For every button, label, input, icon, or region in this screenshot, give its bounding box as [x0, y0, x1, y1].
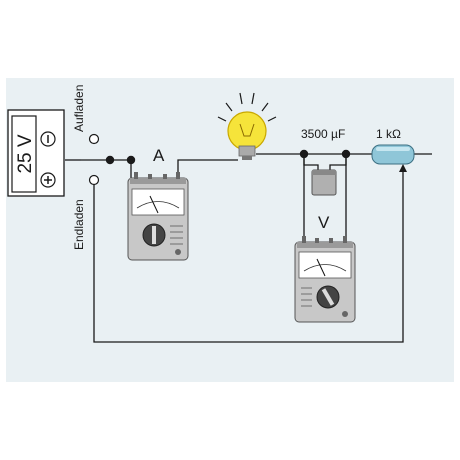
voltmeter-needle	[316, 258, 326, 277]
junction-dot	[341, 149, 351, 159]
light-rays	[217, 92, 277, 122]
ammeter-top-strip	[130, 178, 186, 184]
ammeter: A	[127, 146, 189, 261]
discharge-label: Endladen	[72, 199, 86, 250]
resistor-label: 1 kΩ	[376, 127, 401, 141]
charge-label: Aufladen	[72, 85, 86, 132]
bulb-glass-icon	[227, 111, 267, 151]
resistor: 1 kΩ	[371, 127, 415, 165]
junctions	[105, 149, 351, 165]
battery-voltage: 25 V	[15, 134, 36, 173]
voltmeter-screw	[342, 311, 348, 317]
junction-dot	[105, 155, 115, 165]
voltmeter-knob-pointer	[321, 288, 335, 306]
charge-terminal	[88, 133, 100, 145]
capacitor-top	[312, 170, 336, 175]
battery-display	[11, 115, 37, 193]
bulb-base	[238, 145, 256, 157]
ammeter-label: A	[153, 146, 165, 165]
battery: 25 V − +	[7, 109, 65, 197]
switch: Aufladen Endladen	[65, 85, 100, 250]
voltmeter: V	[294, 213, 356, 323]
discharge-terminal	[88, 174, 100, 186]
resistor-highlight	[376, 147, 410, 151]
lamp	[217, 92, 277, 160]
ammeter-dial	[131, 188, 185, 216]
junction-dot	[299, 149, 309, 159]
voltmeter-label: V	[318, 213, 330, 232]
voltmeter-dial	[298, 251, 352, 279]
junction-dot	[126, 155, 136, 165]
voltmeter-scale-arc	[303, 264, 347, 272]
ammeter-needle	[149, 195, 159, 214]
ammeter-scale-arc	[136, 201, 180, 209]
wiper-arrow	[399, 164, 407, 172]
ammeter-knob-pointer	[152, 226, 156, 244]
ammeter-screw	[175, 249, 181, 255]
capacitor: 3500 µF	[301, 127, 345, 196]
capacitor-label: 3500 µF	[301, 127, 345, 141]
bulb-contact	[242, 156, 252, 160]
bulb-filament	[239, 123, 255, 137]
voltmeter-top-strip	[297, 242, 353, 248]
